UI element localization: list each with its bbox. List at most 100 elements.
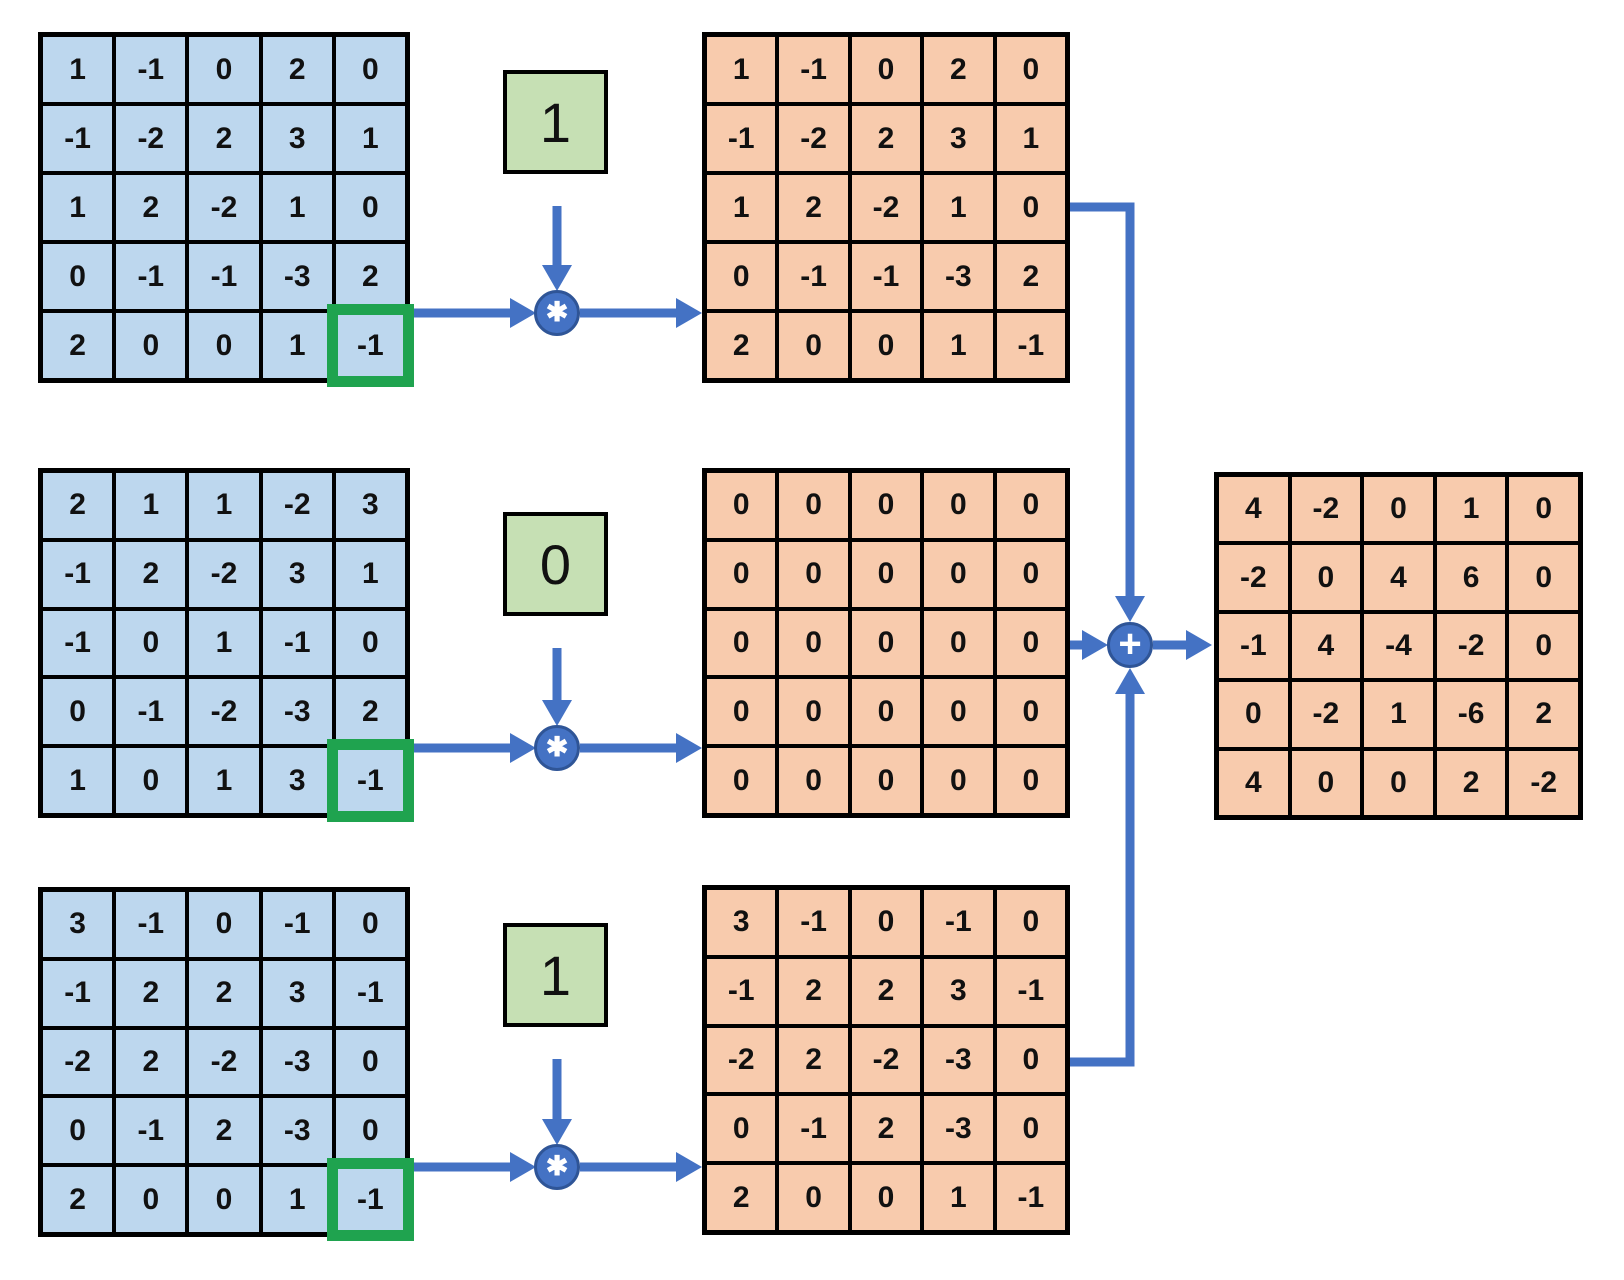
add-node: +: [1107, 622, 1153, 668]
matrix-cell: 0: [849, 311, 923, 380]
arrowhead-into-output1: [676, 298, 702, 328]
arrowhead-kernel1: [542, 265, 572, 291]
matrix-cell: 0: [994, 677, 1067, 747]
matrix-cell: -1: [114, 1096, 188, 1166]
matrix-cell: 0: [922, 677, 995, 747]
matrix-cell: 1: [41, 173, 115, 242]
matrix-cell: 0: [1289, 748, 1363, 817]
matrix-cell: 0: [849, 539, 923, 609]
matrix-cell: 1: [260, 311, 334, 380]
matrix-cell: 0: [41, 677, 115, 747]
matrix-cell: -3: [260, 677, 334, 747]
matrix-cell: -1: [41, 539, 115, 609]
multiply-node-2: ✱: [534, 725, 580, 771]
matrix-cell: -2: [187, 1027, 261, 1097]
kernel-value-2: 0: [503, 512, 608, 616]
matrix-cell: 2: [333, 677, 407, 747]
matrix-cell: 2: [705, 1163, 778, 1232]
matrix-cell: 1: [187, 746, 261, 815]
matrix-cell: 0: [777, 608, 850, 678]
matrix-cell: 0: [705, 471, 778, 540]
matrix-cell: 3: [260, 104, 334, 173]
matrix-cell: -1: [777, 1094, 850, 1164]
matrix-cell: 1: [922, 173, 995, 242]
matrix-cell: 0: [187, 35, 261, 104]
matrix-cell: 0: [777, 746, 850, 815]
matrix-cell: 4: [1289, 611, 1363, 681]
matrix-cell: -1: [994, 311, 1067, 380]
matrix-cell: -3: [260, 1096, 334, 1166]
arrowhead-kernel3: [542, 1119, 572, 1145]
matrix-cell: 0: [849, 35, 923, 104]
arrow-output1-to-add: [1070, 202, 1135, 598]
matrix-cell: -1: [260, 890, 334, 959]
matrix-cell: 1: [1362, 680, 1435, 749]
matrix-cell: -3: [922, 242, 995, 311]
matrix-cell: 2: [1507, 680, 1580, 749]
matrix-cell: -1: [777, 888, 850, 957]
matrix-cell: -1: [41, 104, 115, 173]
matrix-cell: 0: [994, 173, 1067, 242]
matrix-cell: 0: [777, 1163, 850, 1232]
matrix-cell: -1: [41, 958, 115, 1028]
matrix-cell: 0: [777, 311, 850, 380]
matrix-cell: 0: [333, 1096, 407, 1166]
matrix-cell: 0: [777, 539, 850, 609]
matrix-cell: -1: [114, 677, 188, 747]
matrix-cell: 0: [1507, 611, 1580, 681]
matrix-cell: -1: [777, 35, 850, 104]
matrix-cell: 1: [705, 35, 778, 104]
arrowhead-output2-add: [1082, 630, 1108, 660]
matrix-cell: 2: [41, 311, 115, 380]
matrix-cell: 2: [187, 1096, 261, 1166]
matrix-cell: 6: [1434, 543, 1508, 612]
multiply-node-1: ✱: [534, 290, 580, 336]
matrix-cell: 0: [994, 888, 1067, 957]
matrix-cell: -2: [1434, 611, 1508, 681]
matrix-cell: -1: [849, 242, 923, 311]
arrowhead-into-output2: [676, 733, 702, 763]
matrix-cell: -1: [41, 608, 115, 678]
matrix-cell: 0: [777, 471, 850, 540]
matrix-cell: 0: [187, 1165, 261, 1234]
matrix-cell: 2: [777, 956, 850, 1026]
matrix-cell: 0: [994, 608, 1067, 678]
matrix-cell: 3: [260, 958, 334, 1028]
arrowhead-output1-add: [1115, 596, 1145, 622]
matrix-cell: -1: [333, 958, 407, 1028]
matrix-cell: 4: [1362, 543, 1435, 612]
matrix-cell: 2: [41, 1165, 115, 1234]
matrix-cell: 0: [1507, 543, 1580, 612]
matrix-cell: 2: [777, 173, 850, 242]
matrix-cell: 0: [994, 539, 1067, 609]
matrix-cell: -3: [260, 1027, 334, 1097]
matrix-cell: 0: [705, 1094, 778, 1164]
matrix-cell: 0: [114, 311, 188, 380]
matrix-cell: -1: [326, 1158, 415, 1241]
matrix-cell: 0: [333, 890, 407, 959]
matrix-cell: 1: [260, 173, 334, 242]
matrix-cell: 0: [705, 539, 778, 609]
matrix-cell: 0: [187, 890, 261, 959]
matrix-cell: 2: [260, 35, 334, 104]
matrix-cell: 3: [41, 890, 115, 959]
matrix-cell: 1: [994, 104, 1067, 173]
matrix-cell: -1: [326, 739, 415, 822]
matrix-cell: -1: [994, 956, 1067, 1026]
matrix-cell: -3: [260, 242, 334, 311]
matrix-cell: 3: [705, 888, 778, 957]
matrix-cell: 3: [260, 746, 334, 815]
arrowhead-into-output3: [676, 1152, 702, 1182]
matrix-cell: -2: [1507, 748, 1580, 817]
matrix-cell: -3: [922, 1025, 995, 1095]
matrix-cell: 0: [705, 242, 778, 311]
matrix-cell: 2: [187, 104, 261, 173]
matrix-cell: 0: [705, 677, 778, 747]
matrix-cell: 2: [994, 242, 1067, 311]
matrix-cell: 3: [260, 539, 334, 609]
matrix-cell: 2: [705, 311, 778, 380]
